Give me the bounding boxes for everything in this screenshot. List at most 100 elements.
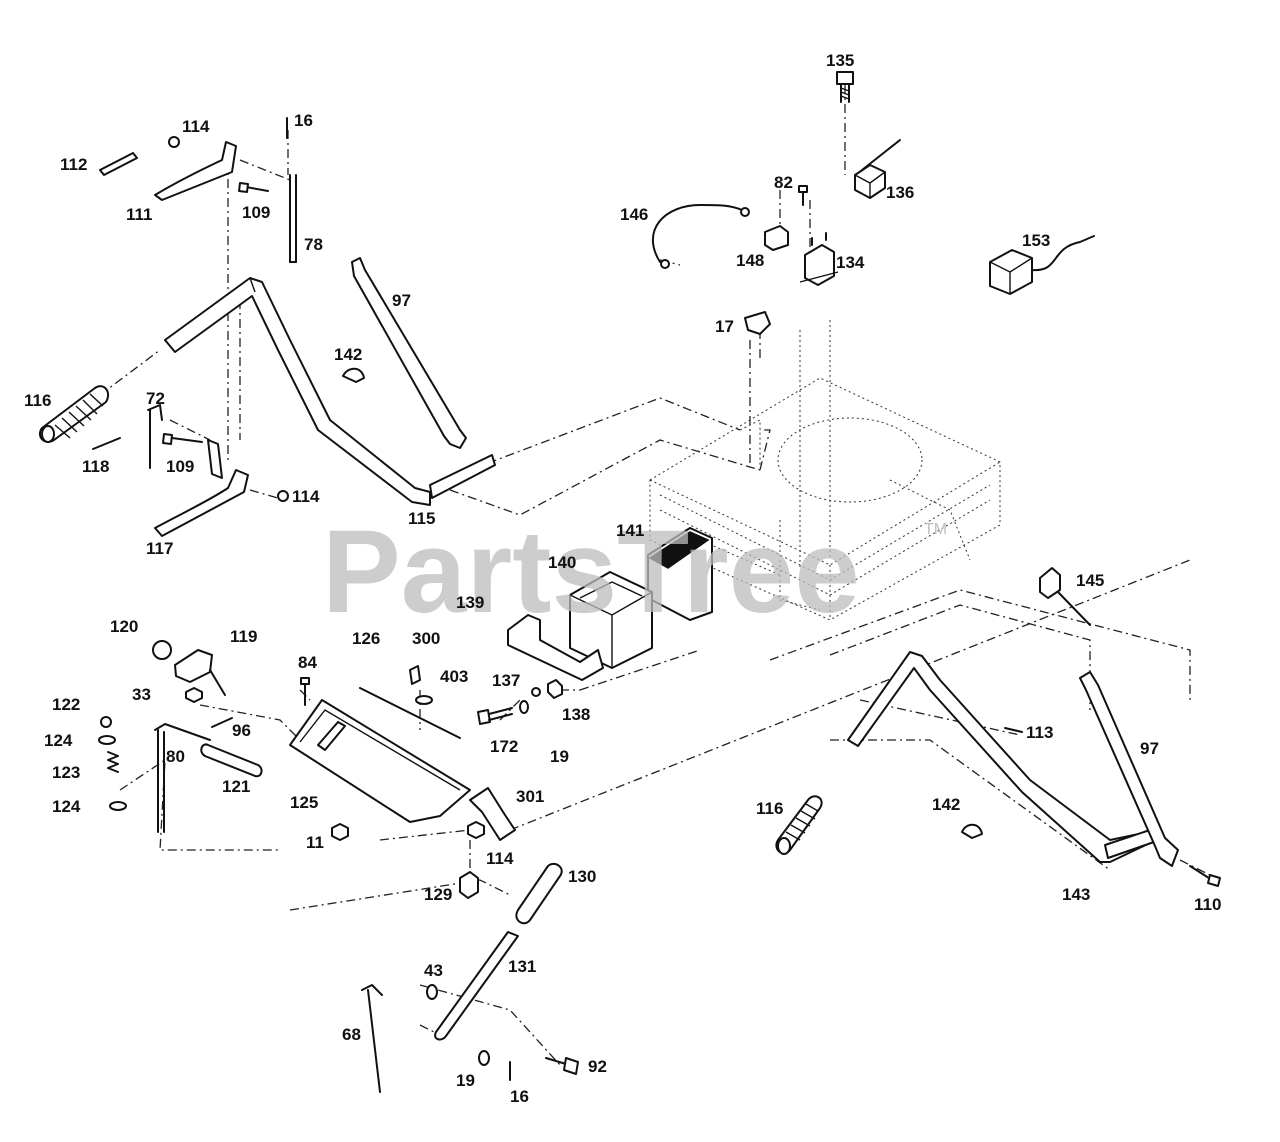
grip-116-left xyxy=(38,385,110,443)
callout-label: 122 xyxy=(52,695,80,714)
callout-label: 33 xyxy=(132,685,151,704)
callout-label: 92 xyxy=(588,1057,607,1076)
bracket-301 xyxy=(469,787,516,841)
battery-140 xyxy=(569,571,653,669)
callout-label: 134 xyxy=(836,253,865,272)
callout-label: 142 xyxy=(932,795,960,814)
nut-114-bottom xyxy=(467,821,485,839)
callout-label: 113 xyxy=(1026,723,1053,742)
callout-label: 300 xyxy=(412,629,440,648)
callout-label: 110 xyxy=(1194,895,1221,914)
washer-124-top xyxy=(98,735,116,745)
bolt-84 xyxy=(300,677,310,706)
throttle-119 xyxy=(174,649,226,696)
watermark: PartsTree TM xyxy=(322,506,947,638)
washer-403 xyxy=(415,695,433,705)
pedal-pad-130 xyxy=(515,862,563,925)
callout-label: 43 xyxy=(424,961,443,980)
callout-label: 140 xyxy=(548,553,576,572)
clip-17 xyxy=(744,311,771,335)
callout-label: 16 xyxy=(294,111,313,130)
callout-label: 109 xyxy=(166,457,194,476)
callout-label: 116 xyxy=(24,391,51,410)
nut-33 xyxy=(185,687,203,703)
callout-label: 148 xyxy=(736,251,764,270)
callout-label: 68 xyxy=(342,1025,361,1044)
pin-300 xyxy=(409,665,421,685)
bolt-135 xyxy=(836,71,854,103)
callout-label: 138 xyxy=(562,705,590,724)
solenoid-134 xyxy=(799,232,839,286)
callout-label: 123 xyxy=(52,763,80,782)
brace-97-right xyxy=(1079,671,1179,867)
callout-label: 116 xyxy=(756,799,783,818)
callout-label: 72 xyxy=(146,389,165,408)
bolt-109-bottom xyxy=(162,433,203,445)
rod-72 xyxy=(147,404,163,469)
callout-label: 80 xyxy=(166,747,185,766)
bolt-113 xyxy=(1004,727,1023,733)
rod-78 xyxy=(289,174,297,263)
connector-148 xyxy=(764,225,789,251)
spacer-129 xyxy=(459,871,479,899)
nut-11 xyxy=(331,823,349,841)
callout-label: 17 xyxy=(715,317,734,336)
callout-label: 109 xyxy=(242,203,270,222)
callout-label: 135 xyxy=(826,51,854,70)
bolt-110 xyxy=(1189,865,1221,887)
spring-123 xyxy=(107,751,119,773)
callout-label: 120 xyxy=(110,617,138,636)
lever-111 xyxy=(154,141,237,201)
washer-19-bottom xyxy=(478,1050,490,1066)
grip-116-right xyxy=(775,795,823,855)
callout-label: 82 xyxy=(774,173,793,192)
pin-96 xyxy=(211,717,233,728)
brace-97-left xyxy=(351,257,467,449)
washer-19-mid xyxy=(519,700,529,714)
callout-label: 141 xyxy=(616,521,644,540)
charger-153 xyxy=(989,235,1095,295)
callout-label: 114 xyxy=(486,849,514,868)
bolt-92 xyxy=(545,1057,579,1075)
knob-120 xyxy=(152,640,172,660)
callout-label: 403 xyxy=(440,667,468,686)
nut-122 xyxy=(100,716,112,728)
pedal-rod-131 xyxy=(434,931,519,1041)
bolt-172 xyxy=(477,707,513,725)
clip-142-bottom xyxy=(961,823,983,839)
pin-118 xyxy=(92,437,121,450)
rod-80 xyxy=(154,723,211,833)
callout-label: 301 xyxy=(516,787,544,806)
bolt-82 xyxy=(798,185,808,206)
callout-label: 84 xyxy=(298,653,317,672)
nut-138 xyxy=(547,679,563,699)
callout-label: 121 xyxy=(222,777,250,796)
callout-label: 126 xyxy=(352,629,380,648)
callout-label: 118 xyxy=(82,457,109,476)
callout-label: 114 xyxy=(292,487,320,506)
grip-121 xyxy=(200,743,263,778)
callout-label: 112 xyxy=(60,155,87,174)
callout-label: 119 xyxy=(230,627,257,646)
callout-label: 137 xyxy=(492,671,520,690)
switch-145 xyxy=(1039,567,1091,626)
handle-115 xyxy=(164,277,496,506)
watermark-trademark: TM xyxy=(924,521,947,538)
washer-124-bottom xyxy=(109,801,127,811)
callout-label: 172 xyxy=(490,737,518,756)
callout-label: 142 xyxy=(334,345,362,364)
handle-143 xyxy=(847,651,1155,863)
rod-68 xyxy=(361,984,383,1093)
callout-label: 131 xyxy=(508,957,536,976)
callout-label: 115 xyxy=(408,509,435,528)
engine-block-outline xyxy=(649,320,1001,621)
battery-tray-139 xyxy=(507,614,604,681)
callout-label: 139 xyxy=(456,593,484,612)
callout-label: 97 xyxy=(1140,739,1159,758)
callout-label: 97 xyxy=(392,291,411,310)
callout-label: 143 xyxy=(1062,885,1090,904)
callout-label: 124 xyxy=(44,731,73,750)
callout-label: 78 xyxy=(304,235,323,254)
